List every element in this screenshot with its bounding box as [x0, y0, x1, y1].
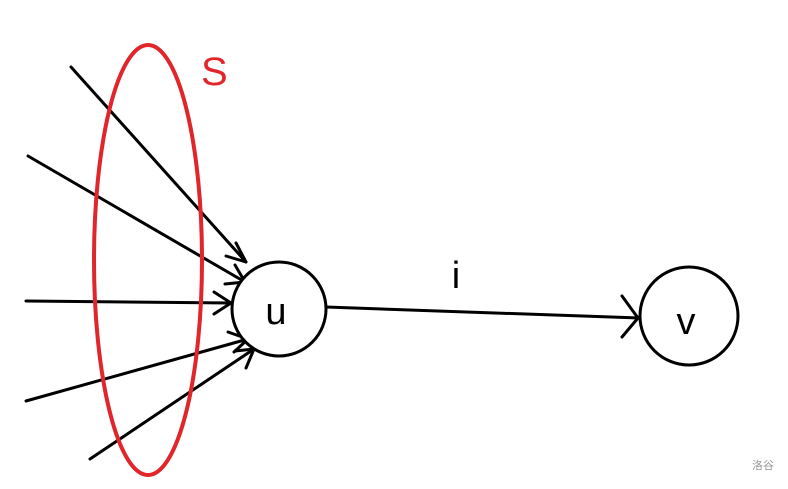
set-s-label: S [201, 50, 228, 94]
incoming-edge-2 [26, 154, 247, 286]
edge-i-label: i [452, 255, 460, 297]
node-v: v [638, 265, 740, 367]
watermark-logo: 洛谷 [752, 459, 774, 472]
edge-i [324, 294, 640, 339]
incoming-edge-5 [88, 347, 256, 461]
set-s-ellipse [92, 43, 204, 477]
node-u-label: u [265, 291, 286, 333]
node-v-label: v [677, 301, 696, 343]
incoming-edge-1 [69, 65, 248, 264]
incoming-edges [24, 65, 256, 461]
node-u: u [230, 260, 328, 358]
incoming-edge-4 [24, 330, 250, 403]
